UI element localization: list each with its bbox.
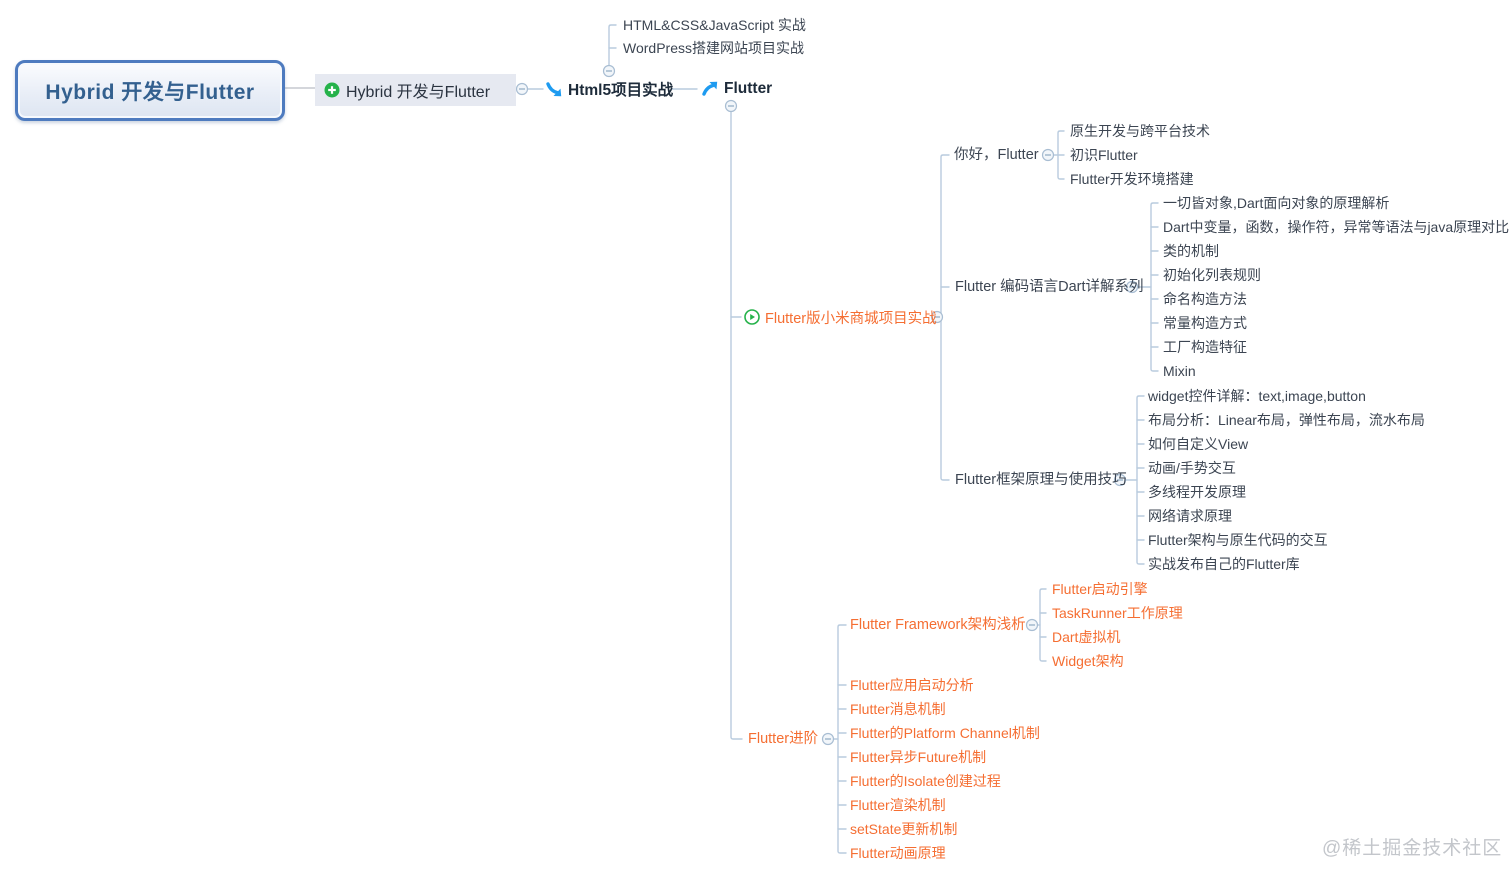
- collapse-toggles[interactable]: [515, 64, 1139, 746]
- framework-topic[interactable]: widget控件详解：text,image,button: [1148, 388, 1366, 404]
- node-html5[interactable]: Html5项目实战: [545, 78, 673, 100]
- collapse-toggle[interactable]: [1125, 280, 1139, 294]
- dart-topic[interactable]: 常量构造方式: [1163, 315, 1247, 331]
- node-hello[interactable]: 你好，Flutter: [954, 147, 1039, 163]
- play-circle-icon: [744, 309, 760, 325]
- node-fw-analysis[interactable]: Flutter Framework架构浅析: [850, 617, 1026, 633]
- collapse-toggle[interactable]: [1025, 618, 1039, 632]
- arrow-up-right-icon: [701, 80, 719, 98]
- framework-topic[interactable]: 多线程开发原理: [1148, 484, 1246, 500]
- advanced-topic[interactable]: Flutter应用启动分析: [850, 677, 974, 693]
- root-label: Hybrid 开发与Flutter: [45, 80, 255, 104]
- advanced-topic[interactable]: setState更新机制: [850, 821, 958, 837]
- collapse-toggle[interactable]: [1041, 148, 1055, 162]
- dart-topic[interactable]: 初始化列表规则: [1163, 267, 1261, 283]
- advanced-topic[interactable]: Flutter消息机制: [850, 701, 946, 717]
- fw-analysis-topic[interactable]: Widget架构: [1052, 653, 1124, 669]
- dart-topic[interactable]: 一切皆对象,Dart面向对象的原理解析: [1163, 195, 1390, 211]
- framework-topic[interactable]: 动画/手势交互: [1148, 460, 1236, 476]
- framework-topic[interactable]: 网络请求原理: [1148, 508, 1232, 524]
- html5-topic[interactable]: HTML&CSS&JavaScript 实战: [623, 17, 806, 33]
- node-shop[interactable]: Flutter版小米商城项目实战: [744, 306, 937, 328]
- fw-analysis-topic[interactable]: Flutter启动引擎: [1052, 581, 1148, 597]
- hello-topic[interactable]: 初识Flutter: [1070, 147, 1138, 163]
- node-flutter[interactable]: Flutter: [701, 78, 772, 100]
- flutter-label: Flutter: [724, 80, 773, 97]
- framework-topic[interactable]: 如何自定义View: [1148, 436, 1249, 452]
- arrow-down-right-icon: [545, 80, 563, 98]
- dart-topic[interactable]: 工厂构造特征: [1163, 339, 1247, 355]
- hybrid-label: Hybrid 开发与Flutter: [346, 84, 491, 101]
- fw-analysis-topic[interactable]: Dart虚拟机: [1052, 629, 1121, 645]
- node-advanced[interactable]: Flutter进阶: [748, 731, 819, 747]
- html5-label: Html5项目实战: [568, 82, 674, 99]
- node-dart[interactable]: Flutter 编码语言Dart详解系列: [955, 279, 1144, 295]
- dart-topic[interactable]: Dart中变量，函数，操作符，异常等语法与java原理对比: [1163, 219, 1510, 235]
- node-framework[interactable]: Flutter框架原理与使用技巧: [955, 472, 1127, 488]
- shop-label: Flutter版小米商城项目实战: [765, 310, 937, 327]
- collapse-toggle[interactable]: [724, 99, 738, 113]
- dart-topic[interactable]: 命名构造方法: [1163, 291, 1247, 307]
- collapse-toggle[interactable]: [821, 732, 835, 746]
- framework-topic[interactable]: Flutter架构与原生代码的交互: [1148, 532, 1328, 548]
- dart-topic[interactable]: Mixin: [1163, 363, 1196, 379]
- advanced-topic[interactable]: Flutter动画原理: [850, 845, 946, 861]
- dart-topic[interactable]: 类的机制: [1163, 243, 1219, 259]
- watermark: @稀土掘金技术社区: [1322, 838, 1503, 859]
- plus-circle-icon: [324, 82, 340, 98]
- advanced-topic[interactable]: Flutter异步Future机制: [850, 749, 987, 765]
- hello-topic[interactable]: 原生开发与跨平台技术: [1070, 123, 1210, 139]
- collapse-toggle[interactable]: [1113, 473, 1127, 487]
- advanced-topic[interactable]: Flutter渲染机制: [850, 797, 946, 813]
- framework-topic[interactable]: 实战发布自己的Flutter库: [1148, 556, 1300, 572]
- fw-analysis-topic[interactable]: TaskRunner工作原理: [1052, 605, 1183, 621]
- html5-topic[interactable]: WordPress搭建网站项目实战: [623, 40, 804, 56]
- advanced-topic[interactable]: Flutter的Isolate创建过程: [850, 773, 1001, 789]
- collapse-toggle[interactable]: [602, 64, 616, 78]
- node-root[interactable]: Hybrid 开发与Flutter: [15, 60, 285, 121]
- collapse-toggle[interactable]: [930, 310, 944, 324]
- advanced-topic[interactable]: Flutter的Platform Channel机制: [850, 725, 1040, 741]
- node-hybrid[interactable]: Hybrid 开发与Flutter: [315, 74, 516, 106]
- hello-topic[interactable]: Flutter开发环境搭建: [1070, 171, 1194, 187]
- framework-topic[interactable]: 布局分析：Linear布局，弹性布局，流水布局: [1148, 412, 1425, 428]
- collapse-toggle[interactable]: [515, 82, 529, 96]
